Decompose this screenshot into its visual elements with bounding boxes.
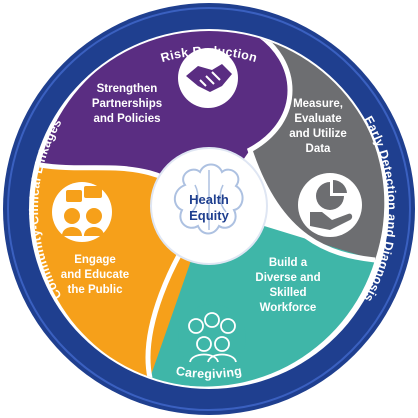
svg-text:Engage: Engage xyxy=(74,254,116,266)
segment-gray-label: Measure, Evaluate and Utilize Data xyxy=(289,98,347,155)
people-group-icon xyxy=(188,312,237,363)
data-hand-chart-icon xyxy=(310,179,353,230)
svg-text:Diverse and: Diverse and xyxy=(255,272,320,284)
ring-label-bottom: Caregiving xyxy=(175,364,243,381)
conversation-icon xyxy=(62,186,104,236)
outer-ring-border xyxy=(7,7,411,411)
center-title-line1: Health xyxy=(189,192,229,207)
svg-text:Strengthen: Strengthen xyxy=(97,83,158,95)
segment-purple-label: Strengthen Partnerships and Policies xyxy=(92,83,162,125)
brain-icon xyxy=(173,163,244,235)
svg-text:the Public: the Public xyxy=(68,284,124,296)
segment-teal-label: Build a Diverse and Skilled Workforce xyxy=(255,257,320,314)
svg-text:and Educate: and Educate xyxy=(61,269,129,281)
segment-orange-label: Engage and Educate the Public xyxy=(61,254,129,296)
svg-text:and Utilize: and Utilize xyxy=(289,128,347,140)
svg-text:Data: Data xyxy=(306,143,332,155)
svg-text:Evaluate: Evaluate xyxy=(294,113,341,125)
ring-label-top: Risk Reduction xyxy=(159,44,259,65)
svg-text:Build a: Build a xyxy=(269,257,308,269)
handshake-icon xyxy=(186,64,232,92)
svg-text:Skilled: Skilled xyxy=(269,287,306,299)
center-title-line2: Equity xyxy=(189,208,229,223)
svg-text:Measure,: Measure, xyxy=(293,98,343,110)
svg-text:Workforce: Workforce xyxy=(260,302,317,314)
svg-text:and Policies: and Policies xyxy=(93,113,160,125)
svg-text:Partnerships: Partnerships xyxy=(92,98,162,110)
